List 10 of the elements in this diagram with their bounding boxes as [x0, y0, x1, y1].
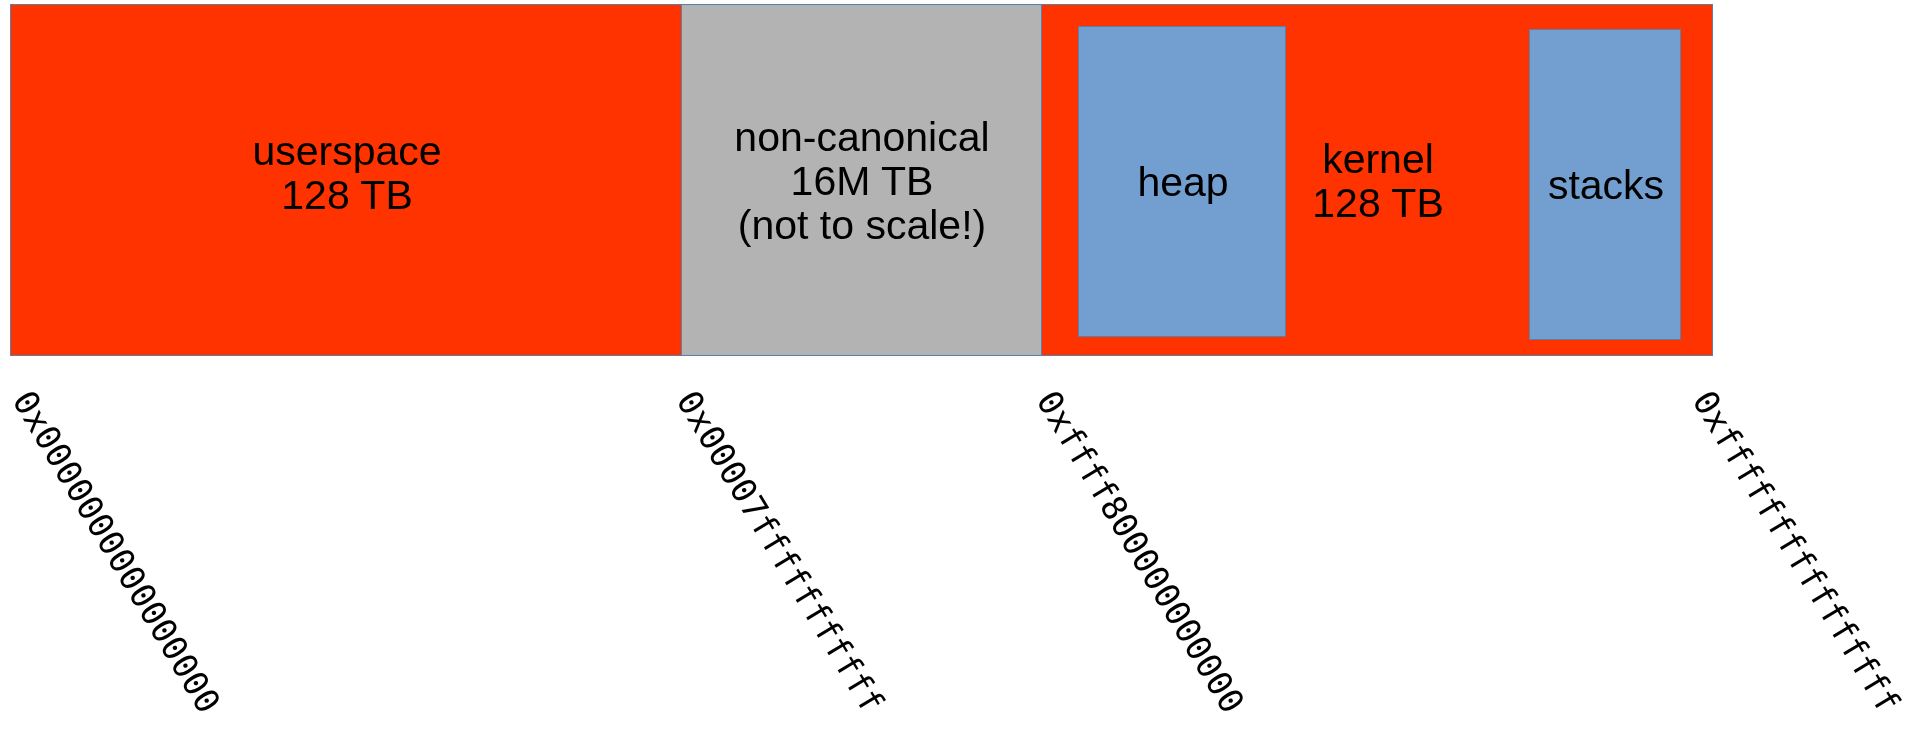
- memory-subregion: [1078, 26, 1286, 337]
- region-label: non-canonical 16M TB (not to scale!): [734, 115, 990, 247]
- region-label: kernel 128 TB: [1312, 137, 1444, 225]
- region-label: stacks: [1547, 163, 1665, 207]
- memory-region: [681, 4, 1042, 356]
- region-label: heap: [1137, 160, 1229, 204]
- region-label: userspace 128 TB: [252, 129, 442, 217]
- memory-region: [1041, 4, 1713, 356]
- memory-subregion: [1529, 29, 1681, 340]
- memory-region: [10, 4, 682, 356]
